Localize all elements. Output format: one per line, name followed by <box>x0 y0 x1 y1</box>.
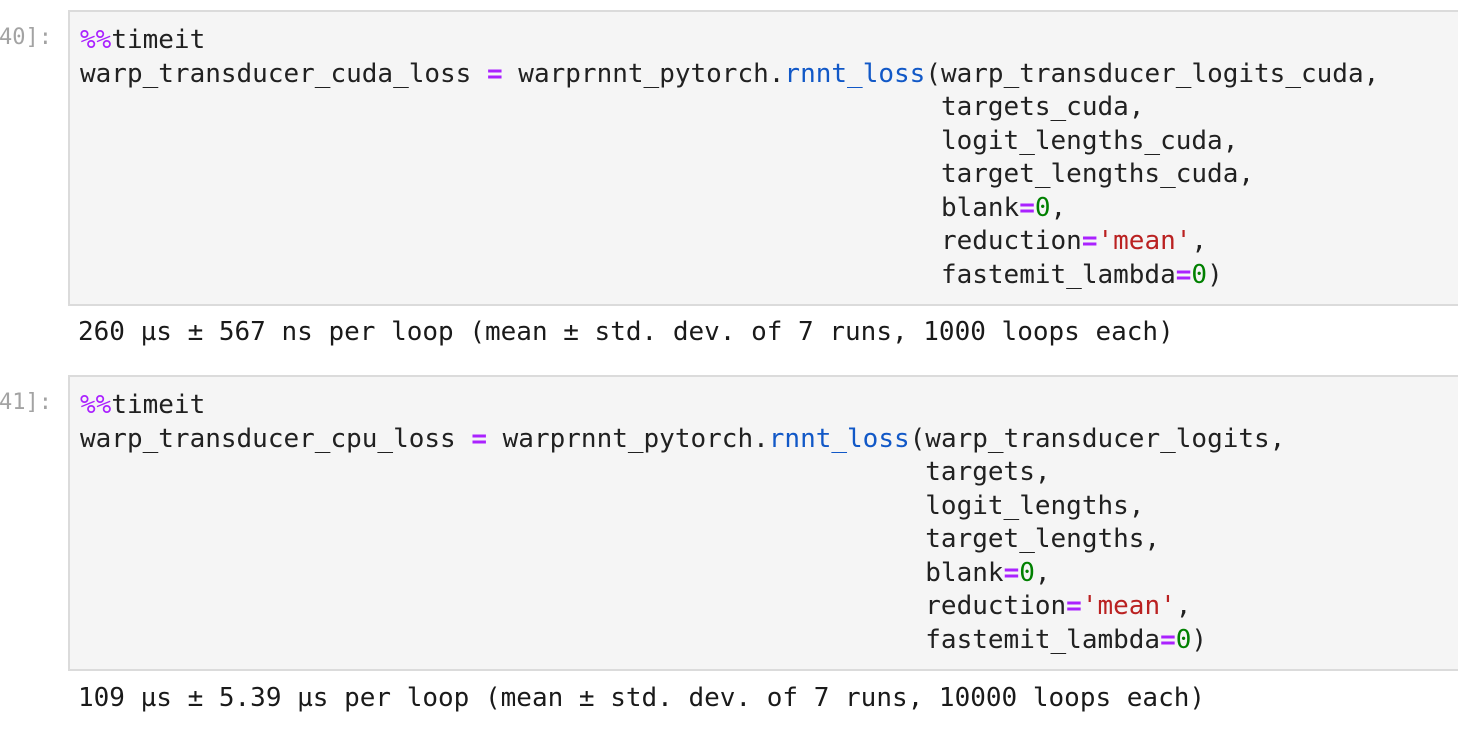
code-token-str: 'mean' <box>1081 591 1176 621</box>
code-token-plain: logit_lengths_cuda, <box>940 125 1239 156</box>
code-token-op: = <box>1066 591 1082 621</box>
code-token-plain: warp_transducer_cpu_loss <box>80 423 472 454</box>
code-token-plain: blank <box>940 192 1020 223</box>
code-token-plain: (warp_transducer_logits_cuda, <box>925 58 1380 89</box>
input-prompt-41: 41]: <box>0 390 52 415</box>
code-token-plain: target_lengths, <box>925 524 1161 554</box>
code-token-plain: targets, <box>925 457 1051 487</box>
code-token-ind <box>80 226 941 256</box>
code-token-op: = <box>487 58 503 89</box>
code-token-plain: warprnnt_pytorch. <box>487 423 769 454</box>
code-token-plain: targets_cuda, <box>940 92 1145 122</box>
code-token-op: = <box>1160 624 1176 655</box>
code-content-41: %%timeit warp_transducer_cpu_loss = warp… <box>80 389 1450 657</box>
code-token-plain: , <box>1034 557 1051 588</box>
code-token-op: = <box>471 423 487 454</box>
code-token-ind <box>80 193 941 223</box>
code-token-plain: reduction <box>925 591 1067 621</box>
code-token-ind <box>80 457 925 487</box>
cell-output-41: 109 µs ± 5.39 µs per loop (mean ± std. d… <box>78 683 1206 713</box>
code-token-ind <box>80 260 941 290</box>
code-token-num: 0 <box>1019 557 1035 588</box>
code-token-num: 0 <box>1034 192 1051 223</box>
input-prompt-40: 40]: <box>0 25 52 50</box>
code-token-plain: , <box>1175 591 1192 621</box>
code-token-ind <box>80 92 941 122</box>
code-token-ind <box>80 591 925 621</box>
code-content-40: %%timeit warp_transducer_cuda_loss = war… <box>80 24 1450 292</box>
code-token-ind <box>80 625 925 655</box>
code-token-op: = <box>1019 192 1035 223</box>
code-token-ind <box>80 159 941 189</box>
code-token-ind <box>80 558 925 588</box>
code-token-plain: reduction <box>940 226 1082 256</box>
code-token-plain: , <box>1050 192 1067 223</box>
code-token-plain: fastemit_lambda <box>940 259 1176 290</box>
code-token-plain: warprnnt_pytorch. <box>502 58 785 89</box>
code-token-op: = <box>1081 226 1098 256</box>
code-token-op: = <box>1003 557 1020 588</box>
code-token-plain: warp_transducer_cuda_loss <box>80 58 487 89</box>
code-token-plain: blank <box>925 557 1004 588</box>
code-token-plain: timeit <box>111 390 206 420</box>
code-token-op: = <box>1175 259 1192 290</box>
code-editor-40[interactable]: %%timeit warp_transducer_cuda_loss = war… <box>68 10 1458 306</box>
code-token-plain: fastemit_lambda <box>925 624 1161 655</box>
code-token-plain: timeit <box>111 25 206 55</box>
code-token-plain: (warp_transducer_logits, <box>909 423 1286 454</box>
code-token-magic: %% <box>80 390 112 420</box>
code-token-num: 0 <box>1175 624 1192 655</box>
code-token-fn: rnnt_loss <box>784 58 926 89</box>
code-token-str: 'mean' <box>1097 226 1192 256</box>
cell-output-40: 260 µs ± 567 ns per loop (mean ± std. de… <box>78 317 1174 347</box>
code-token-plain: , <box>1191 226 1208 256</box>
code-token-plain: logit_lengths, <box>925 490 1145 521</box>
code-token-ind <box>80 126 941 156</box>
code-token-plain: ) <box>1207 259 1223 290</box>
code-editor-41[interactable]: %%timeit warp_transducer_cpu_loss = warp… <box>68 375 1458 671</box>
code-token-num: 0 <box>1191 259 1208 290</box>
code-token-ind <box>80 524 925 554</box>
code-token-ind <box>80 491 925 521</box>
code-token-magic: %% <box>80 25 112 55</box>
code-token-plain: target_lengths_cuda, <box>940 159 1255 189</box>
code-token-plain: ) <box>1191 624 1208 655</box>
code-token-fn: rnnt_loss <box>768 423 910 454</box>
